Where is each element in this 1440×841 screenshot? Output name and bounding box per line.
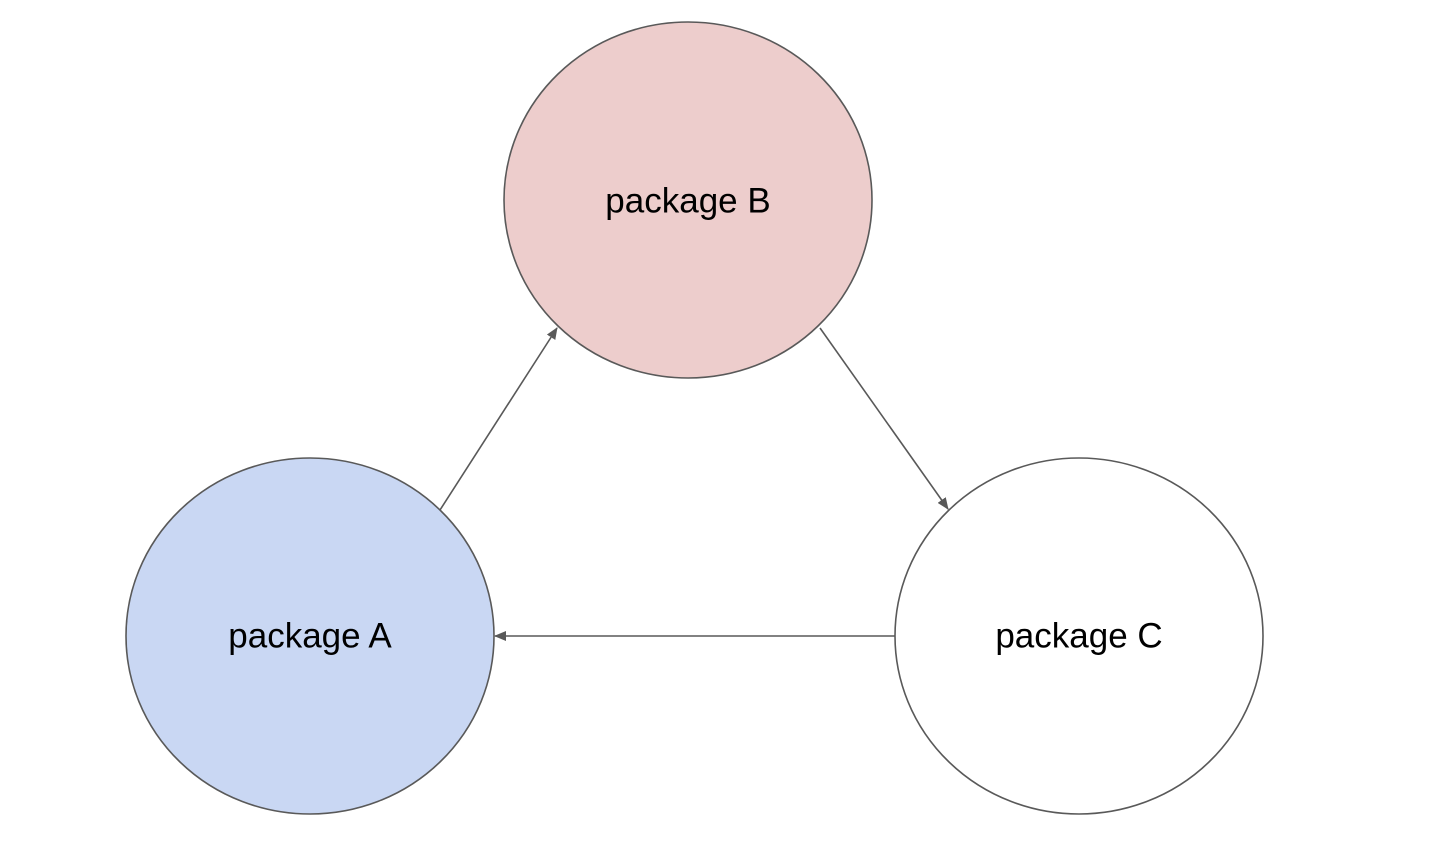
edges (439, 327, 949, 641)
node-c-circle (894, 457, 1264, 815)
edge-b-to-c (819, 327, 949, 510)
node-package-a: package A (125, 457, 495, 815)
node-package-b: package B (503, 21, 873, 379)
node-b-label: package B (605, 181, 770, 220)
node-a-label: package A (228, 616, 392, 655)
node-package-c: package C (894, 457, 1264, 815)
edge-a-to-b (439, 327, 558, 511)
node-a-circle (125, 457, 495, 815)
node-b-circle (503, 21, 873, 379)
node-c-label: package C (995, 616, 1162, 655)
